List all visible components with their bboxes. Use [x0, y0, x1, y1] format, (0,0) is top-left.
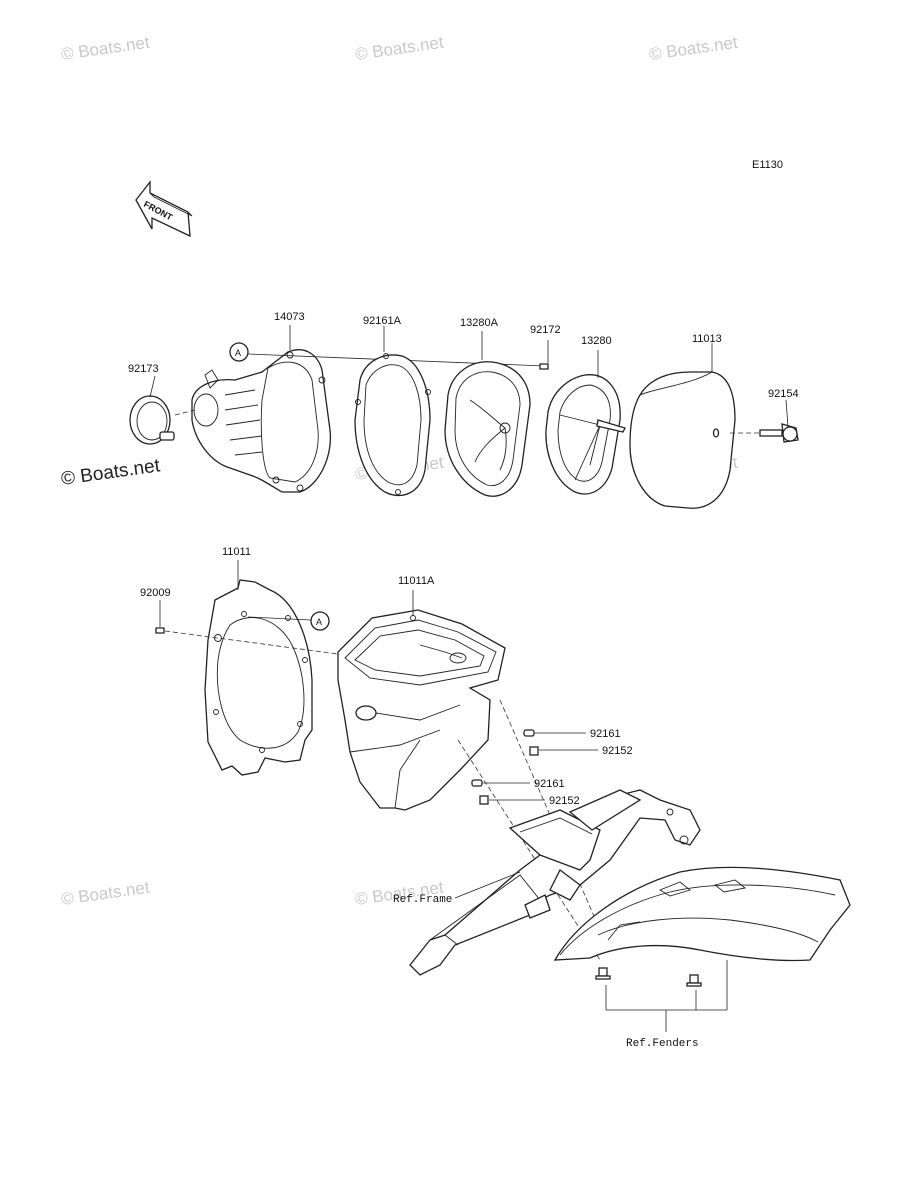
part-92172-screw	[539, 340, 549, 370]
ref-fenders-label: Ref.Fenders	[626, 1038, 699, 1050]
ref-fenders-bracket	[605, 960, 728, 1032]
watermark-dark: © Boats.net	[60, 455, 162, 490]
ref-frame-label: Ref.Frame	[393, 894, 452, 906]
label-92152-lower: 92152	[549, 795, 580, 807]
label-11011a: 11011A	[398, 575, 435, 587]
part-11013-filter	[629, 343, 765, 509]
watermark-3: © Boats.net	[648, 33, 739, 64]
part-11011-cover	[204, 560, 313, 776]
label-92172: 92172	[530, 324, 561, 336]
label-92009: 92009	[140, 587, 171, 599]
callout-a-middle-text: A	[316, 617, 322, 627]
callout-a-middle: A	[247, 611, 330, 631]
label-92161-upper: 92161	[590, 728, 621, 740]
align-line-1	[499, 699, 601, 931]
label-92161-lower: 92161	[534, 778, 565, 790]
label-92152-upper: 92152	[602, 745, 633, 757]
part-92009-screw	[155, 600, 339, 655]
label-92154: 92154	[768, 388, 799, 400]
part-13280a-holder	[444, 331, 531, 497]
label-11013: 11013	[692, 333, 722, 345]
part-92152-collar-lower	[479, 795, 545, 805]
part-14073-duct	[174, 325, 332, 493]
part-92173-clamp	[129, 375, 175, 445]
fender-reference	[553, 866, 851, 962]
part-92161a-gasket	[354, 326, 431, 497]
part-92152-collar-upper	[529, 746, 598, 756]
fender-bolt-left	[595, 967, 611, 980]
watermark-2: © Boats.net	[354, 33, 445, 64]
watermark-1: © Boats.net	[60, 33, 151, 64]
label-92161a: 92161A	[363, 315, 402, 327]
label-92173: 92173	[128, 363, 159, 375]
label-13280: 13280	[581, 335, 612, 347]
part-92161-grommet-upper	[523, 729, 586, 737]
align-line-2	[457, 739, 601, 961]
watermark-6: © Boats.net	[60, 878, 151, 909]
label-13280a: 13280A	[460, 317, 499, 329]
part-92161-grommet-lower	[471, 779, 530, 787]
part-11011a-case	[337, 590, 506, 811]
front-arrow-icon: FRONT	[135, 180, 193, 238]
fender-bolt-right	[686, 974, 702, 987]
subframe-reference	[409, 789, 701, 976]
part-13280-frame	[545, 350, 626, 495]
diagram-code: E1130	[752, 159, 783, 171]
label-11011: 11011	[222, 546, 251, 558]
part-92154-bolt	[759, 399, 799, 443]
label-14073: 14073	[274, 311, 305, 323]
callout-a-top-text: A	[235, 348, 241, 358]
